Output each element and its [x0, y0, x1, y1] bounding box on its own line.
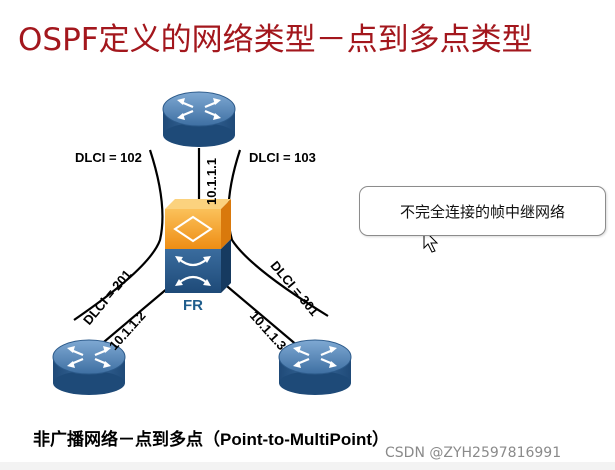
frame-relay-label: FR — [183, 297, 203, 314]
link-fr-right — [221, 281, 306, 353]
router-icon — [162, 91, 236, 147]
caption-en: （Point-to-MultiPoint） — [203, 430, 390, 449]
link-fr-left — [91, 281, 176, 353]
caption-zh: 非广播网络－点到多点 — [33, 430, 203, 450]
link-top-right-curve — [227, 149, 329, 317]
router-icon — [52, 339, 126, 395]
watermark: CSDN @ZYH2597816991 — [385, 445, 562, 461]
callout-text: 不完全连接的帧中继网络 — [399, 202, 565, 221]
bottom-strip — [0, 462, 615, 470]
link-top-left-curve — [73, 149, 164, 321]
links — [73, 148, 329, 353]
ip-address-label: 10.1.1.1 — [204, 158, 219, 205]
router-icon — [278, 339, 352, 395]
diagram-caption: 非广播网络－点到多点（Point-to-MultiPoint） — [33, 425, 389, 450]
dlci-label: DLCI = 102 — [75, 150, 142, 165]
frame-relay-switch-icon — [165, 199, 231, 293]
callout-box: 不完全连接的帧中继网络 — [359, 186, 606, 236]
page-title: OSPF定义的网络类型－点到多点类型 — [18, 22, 533, 58]
dlci-label: DLCI = 103 — [249, 150, 316, 165]
